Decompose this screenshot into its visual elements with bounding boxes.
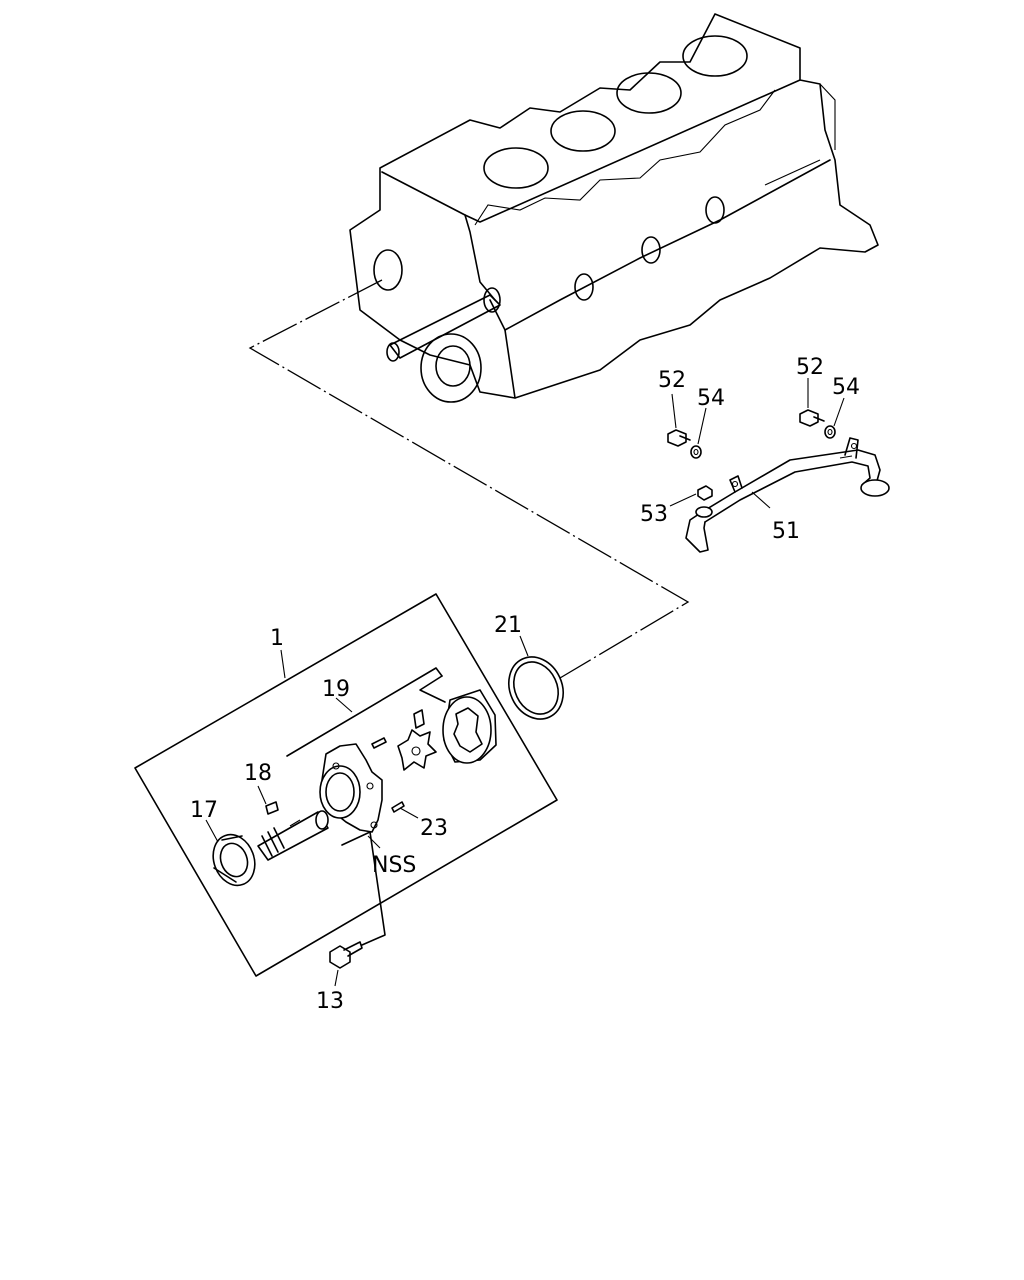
woodruff-key [266,802,278,814]
o-ring [499,648,573,728]
rotor-pin [414,710,424,728]
pump-bolt [330,942,362,968]
label-part-51: 51 [772,519,800,544]
label-part-17: 17 [190,798,218,823]
label-part-52-left: 52 [658,368,686,393]
label-part-13: 13 [316,989,344,1014]
leader-lines [206,378,844,986]
label-part-1: 1 [270,626,284,651]
pipe-nut [698,486,712,500]
pump-body [320,744,382,832]
label-part-52-right: 52 [796,355,824,380]
inner-rotor [398,730,436,770]
assembly-leader-line [250,280,688,678]
label-part-54-right: 54 [832,375,860,400]
label-part-21: 21 [494,613,522,638]
pipe-washer-right [825,426,835,438]
label-part-53: 53 [640,502,668,527]
bolt-leader [342,832,385,945]
label-part-18: 18 [244,761,272,786]
outer-rotor [443,690,496,763]
oil-seal [206,829,261,892]
label-part-54-left: 54 [697,386,725,411]
pipe-bolt-left [668,430,690,446]
label-part-19: 19 [322,677,350,702]
dowel-pin-lower [392,802,404,812]
drive-shaft [258,811,328,860]
label-nss: NSS [372,853,416,878]
rotor-group-frame [287,668,445,756]
label-part-23: 23 [420,816,448,841]
oil-strainer-pipe [686,438,889,552]
pipe-bolt-right [800,410,824,426]
pipe-washer-left [691,446,701,458]
engine-block [350,14,878,402]
oil-pump-assembly-frame [135,594,557,976]
dowel-pin-upper [372,738,386,748]
